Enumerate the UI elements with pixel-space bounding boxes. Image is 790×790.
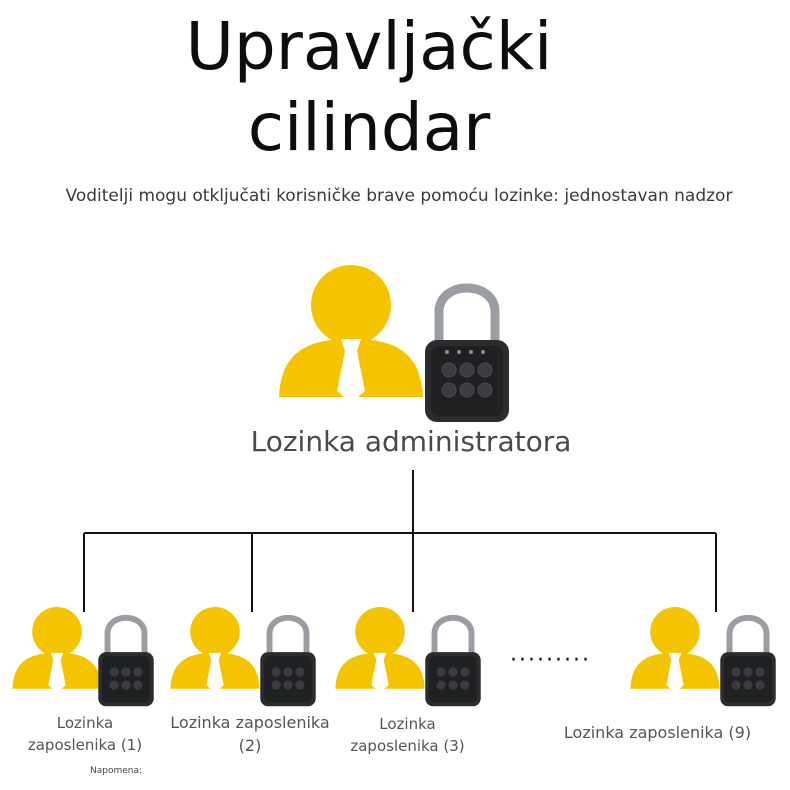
admin-label: Lozinka administratora [250,425,572,458]
connector-lines [83,470,717,612]
employee9-person-icon [630,606,720,693]
employee3-padlock-icon [425,618,480,706]
page-title-line1: Upravljački [185,8,553,85]
employee2-padlock-icon [260,618,315,706]
employee3-label: Lozinka zaposlenika (3) [350,715,465,755]
admin-padlock-icon [425,288,509,422]
employee2-label: Lozinka zaposlenika (2) [170,713,330,756]
employee1-person-icon [12,606,102,693]
employee9-label: Lozinka zaposlenika (9) [563,723,752,742]
admin-person-icon [279,265,423,403]
employee3-person-icon [335,606,425,693]
ellipsis: ········· [510,648,591,673]
employee1-label: Lozinka zaposlenika (1) [27,714,143,754]
subtitle: Voditelji mogu otključati korisničke bra… [65,186,733,206]
note-label: Napomena: [90,766,143,776]
employee2-person-icon [170,606,260,693]
employee1-padlock-icon [98,618,153,706]
page-title-line2: cilindar [247,89,491,166]
employee9-padlock-icon [720,618,775,706]
